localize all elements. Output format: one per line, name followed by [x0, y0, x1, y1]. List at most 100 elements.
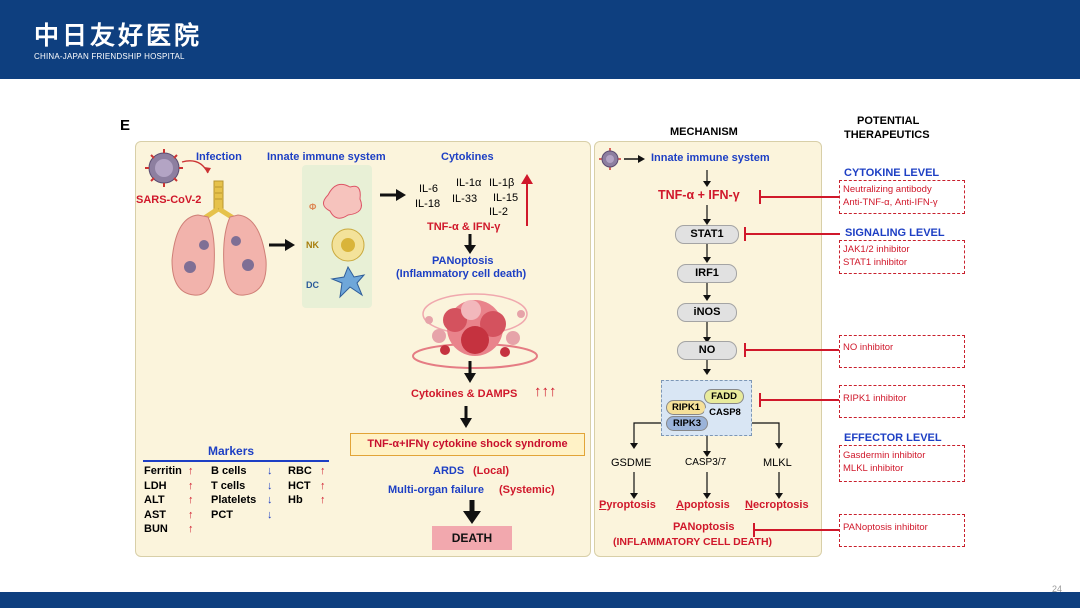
therapeutics-title-1: POTENTIAL [857, 115, 920, 127]
up-arrow-icon: ↑ [188, 465, 194, 477]
markers-column-1: Ferritin↑LDH↑ALT↑AST↑BUN↑ [144, 465, 194, 538]
casp8-node: CASP8 [704, 405, 746, 420]
marker-row: ALT↑ [144, 494, 194, 509]
down-arrow-icon: ↓ [267, 494, 273, 506]
lungs-icon [171, 180, 267, 296]
virus-icon [145, 149, 183, 187]
effector-level-label: EFFECTOR LEVEL [844, 432, 942, 444]
markers-column-3: RBC↑HCT↑Hb↑ [288, 465, 326, 509]
ripk3-node: RIPK3 [666, 416, 708, 431]
mech-innate-label: Innate immune system [651, 152, 770, 164]
il15-label: IL-15 [493, 192, 519, 204]
necroptosis-label: Necroptosis [745, 499, 809, 511]
apoptosis-label: Apoptosis [676, 499, 730, 511]
down-arrow-icon [463, 500, 481, 524]
arrow-icon [269, 239, 295, 251]
ripk1-node: RIPK1 [666, 400, 706, 415]
down-arrow-icon [464, 361, 476, 383]
il18-label: IL-18 [415, 198, 441, 210]
down-arrow-icon [464, 234, 476, 254]
no-node: NO [677, 341, 737, 360]
marker-name: BUN [144, 523, 168, 535]
marker-row: PCT ↓ [211, 509, 273, 524]
panoptosis-label: PANoptosis [432, 255, 494, 267]
fadd-node: FADD [704, 389, 744, 404]
down-arrow-icon: ↓ [267, 479, 273, 492]
page-number: 24 [1052, 584, 1063, 594]
il33-label: IL-33 [452, 193, 478, 205]
mech-tnf-ifn-label: TNF-α + IFN-γ [658, 188, 740, 202]
cytokine-level-box [839, 180, 965, 214]
apoptosis-initial: A [676, 499, 684, 511]
inos-node: iNOS [677, 303, 737, 322]
neutralizing-antibody: Neutralizing antibody [843, 184, 932, 195]
irf1-node: IRF1 [677, 264, 737, 283]
gasdermin-inhibitor: Gasdermin inhibitor [843, 450, 926, 461]
casp37-label: CASP3/7 [685, 457, 727, 468]
necroptosis-initial: N [745, 499, 753, 511]
increase-arrow-icon [521, 174, 533, 226]
marker-row: Platelets ↓ [211, 494, 273, 509]
marker-row: BUN↑ [144, 523, 194, 538]
no-inhibitor: NO inhibitor [843, 342, 894, 353]
marker-row: T cells↓ [211, 480, 273, 495]
damps-arrows: ↑↑↑ [534, 383, 557, 400]
jak-inhibitor: JAK1/2 inhibitor [843, 244, 910, 255]
mechanism-title: MECHANISM [670, 126, 738, 138]
stat1-node: STAT1 [675, 225, 739, 244]
marker-name: Platelets [211, 494, 257, 506]
mlkl-label: MLKL [763, 457, 792, 469]
up-arrow-icon: ↑ [188, 508, 194, 521]
nk-label: NK [306, 240, 319, 250]
virus-label: SARS-CoV-2 [136, 194, 202, 206]
marker-name: PCT [211, 508, 233, 521]
up-arrow-icon: ↑ [320, 465, 326, 477]
cytokine-level-label: CYTOKINE LEVEL [844, 167, 940, 179]
signaling-level-box [839, 240, 965, 274]
inflammatory-death-label: (Inflammatory cell death) [396, 268, 527, 280]
marker-row: AST ↑ [144, 509, 194, 524]
markers-title: Markers [208, 444, 255, 458]
ripk1-inhibitor-box [839, 385, 965, 418]
anti-tnf-ifn: Anti-TNF-α, Anti-IFN-γ [843, 197, 938, 208]
mlkl-inhibitor: MLKL inhibitor [843, 463, 904, 474]
il6-label: IL-6 [419, 183, 438, 195]
signaling-level-label: SIGNALING LEVEL [845, 227, 945, 239]
marker-name: Ferritin [144, 465, 182, 477]
marker-name: AST [144, 508, 166, 521]
virus-icon [599, 148, 645, 170]
pyroptosis-label: Pyroptosis [599, 499, 656, 511]
hospital-name-en: CHINA-JAPAN FRIENDSHIP HOSPITAL [34, 52, 185, 61]
marker-name: LDH [144, 479, 167, 492]
effector-level-box [839, 445, 965, 482]
mech-panoptosis-label: PANoptosis [673, 521, 735, 533]
inhibition-lines [744, 190, 840, 537]
dc-label: DC [306, 280, 319, 290]
multi-organ-label: Multi-organ failure [388, 484, 484, 496]
marker-name: B cells [211, 465, 247, 477]
marker-name: Hb [288, 494, 303, 506]
header-bar: 中日友好医院 CHINA-JAPAN FRIENDSHIP HOSPITAL [0, 0, 1080, 79]
markers-column-2: B cells↓T cells↓Platelets↓PCT↓ [211, 465, 273, 523]
apoptosis-rest: poptosis [683, 499, 730, 511]
pyroptosis-initial: P [599, 499, 607, 511]
local-label: (Local) [473, 465, 510, 477]
marker-name: RBC [288, 465, 312, 477]
markers-divider [143, 460, 329, 462]
mech-inflam-label: (INFLAMMATORY CELL DEATH) [613, 536, 773, 548]
marker-row: LDH ↑ [144, 480, 194, 495]
cell-death-illustration [412, 293, 538, 369]
down-arrow-icon: ↓ [267, 465, 273, 477]
macrophage-label: Φ [309, 202, 317, 212]
down-arrow-icon: ↓ [267, 508, 273, 521]
arrow-icon [380, 189, 406, 201]
il1b-label: IL-1β [489, 177, 515, 189]
tnf-ifn-label: TNF-α & IFN-γ [427, 221, 501, 233]
marker-row: B cells ↓ [211, 465, 273, 480]
marker-row: Hb↑ [288, 494, 326, 509]
no-inhibitor-box [839, 335, 965, 368]
virus-lung-illustration [145, 149, 267, 296]
therapeutics-title-2: THERAPEUTICS [844, 129, 930, 141]
death-box: DEATH [432, 526, 512, 550]
up-arrow-icon: ↑ [188, 479, 194, 492]
